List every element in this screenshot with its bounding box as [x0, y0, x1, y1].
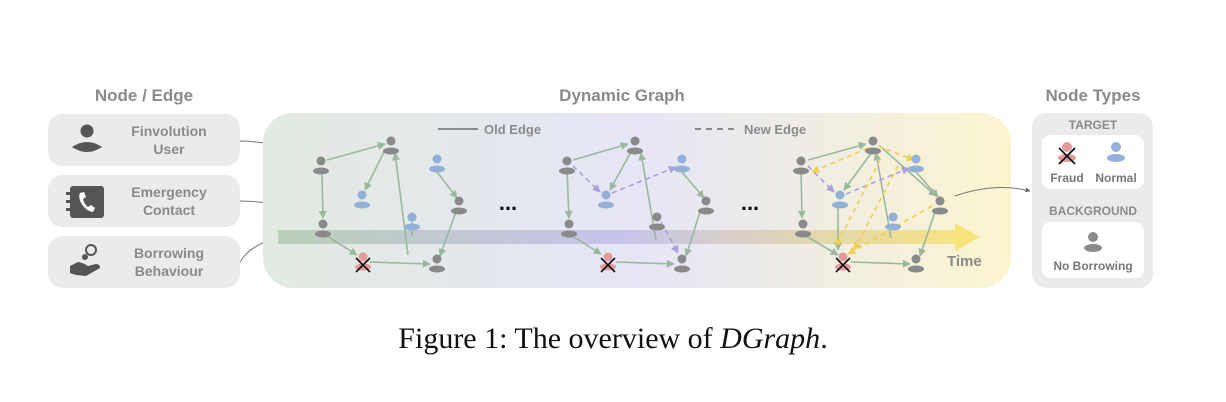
graph-node — [674, 254, 690, 273]
node-edge-title: Node / Edge — [95, 86, 193, 105]
no-borrowing-node-icon — [1084, 232, 1102, 252]
user-icon — [72, 124, 102, 152]
emergency-contact-label-1: Emergency — [131, 184, 207, 200]
old-edge-label: Old Edge — [484, 122, 541, 137]
graph-node — [383, 136, 399, 155]
graph-nodes — [313, 136, 948, 273]
finvolution-user-label-2: User — [153, 141, 185, 157]
finvolution-user-label-1: Finvolution — [131, 123, 206, 139]
graph-node — [885, 212, 901, 231]
graph-node — [598, 190, 614, 209]
no-borrowing-label: No Borrowing — [1053, 259, 1132, 273]
dynamic-graph-title: Dynamic Graph — [559, 86, 685, 105]
emergency-contact-card: Emergency Contact — [48, 175, 240, 227]
time-label: Time — [947, 253, 982, 270]
graph-node-fraud — [835, 252, 851, 273]
graph-node — [698, 196, 714, 215]
borrowing-behaviour-label-2: Behaviour — [135, 263, 204, 279]
node-edge-panel: Node / Edge Finvolution User Emergency C… — [48, 86, 314, 288]
graph-node — [649, 212, 665, 231]
graph-node — [354, 190, 370, 209]
ellipsis-2: ... — [741, 190, 759, 215]
background-heading: BACKGROUND — [1049, 204, 1137, 218]
new-edge-label: New Edge — [744, 122, 806, 137]
graph-to-node-types-connector — [954, 187, 1031, 197]
finvolution-user-card: Finvolution User — [48, 114, 240, 166]
hand-money-icon — [70, 244, 100, 276]
graph-node — [559, 156, 575, 175]
graph-node — [793, 156, 809, 175]
graph-node — [908, 254, 924, 273]
graph-node — [832, 190, 848, 209]
graph-node — [313, 156, 329, 175]
graph-node — [795, 219, 811, 238]
normal-node-icon — [1107, 142, 1125, 162]
caption-italic: DGraph — [720, 322, 821, 355]
emergency-contact-label-2: Contact — [143, 202, 195, 218]
figure-caption: Figure 1: The overview of DGraph. — [0, 322, 1226, 356]
caption-suffix: . — [820, 322, 828, 355]
graph-node — [315, 219, 331, 238]
node-types-panel: Node Types TARGET Fraud Normal BACKGROUN… — [1032, 86, 1153, 288]
edge-legend: Old Edge New Edge — [438, 122, 806, 137]
fraud-node-icon — [1058, 142, 1076, 165]
graph-node — [429, 254, 445, 273]
graph-node — [404, 212, 420, 231]
phone-contact-icon — [66, 186, 104, 218]
graph-node — [429, 154, 445, 173]
graph-node — [908, 154, 924, 173]
graph-node — [865, 136, 881, 155]
borrowing-behaviour-label-1: Borrowing — [134, 245, 204, 261]
graph-node-fraud — [600, 252, 616, 273]
graph-node — [932, 196, 948, 215]
node-types-title: Node Types — [1045, 86, 1140, 105]
ellipsis-1: ... — [499, 190, 517, 215]
dynamic-graph-panel: Dynamic Graph Old Edge New Edge Time ...… — [263, 86, 1031, 288]
borrowing-behaviour-card: Borrowing Behaviour — [48, 236, 240, 288]
fraud-label: Fraud — [1050, 171, 1083, 185]
dynamic-graph-background — [263, 113, 1011, 288]
normal-label: Normal — [1095, 171, 1136, 185]
graph-node — [627, 136, 643, 155]
target-heading: TARGET — [1069, 118, 1118, 132]
graph-node — [674, 154, 690, 173]
graph-node-fraud — [355, 252, 371, 273]
caption-prefix: Figure 1: The overview of — [398, 322, 721, 355]
graph-node — [561, 219, 577, 238]
graph-node — [451, 196, 467, 215]
